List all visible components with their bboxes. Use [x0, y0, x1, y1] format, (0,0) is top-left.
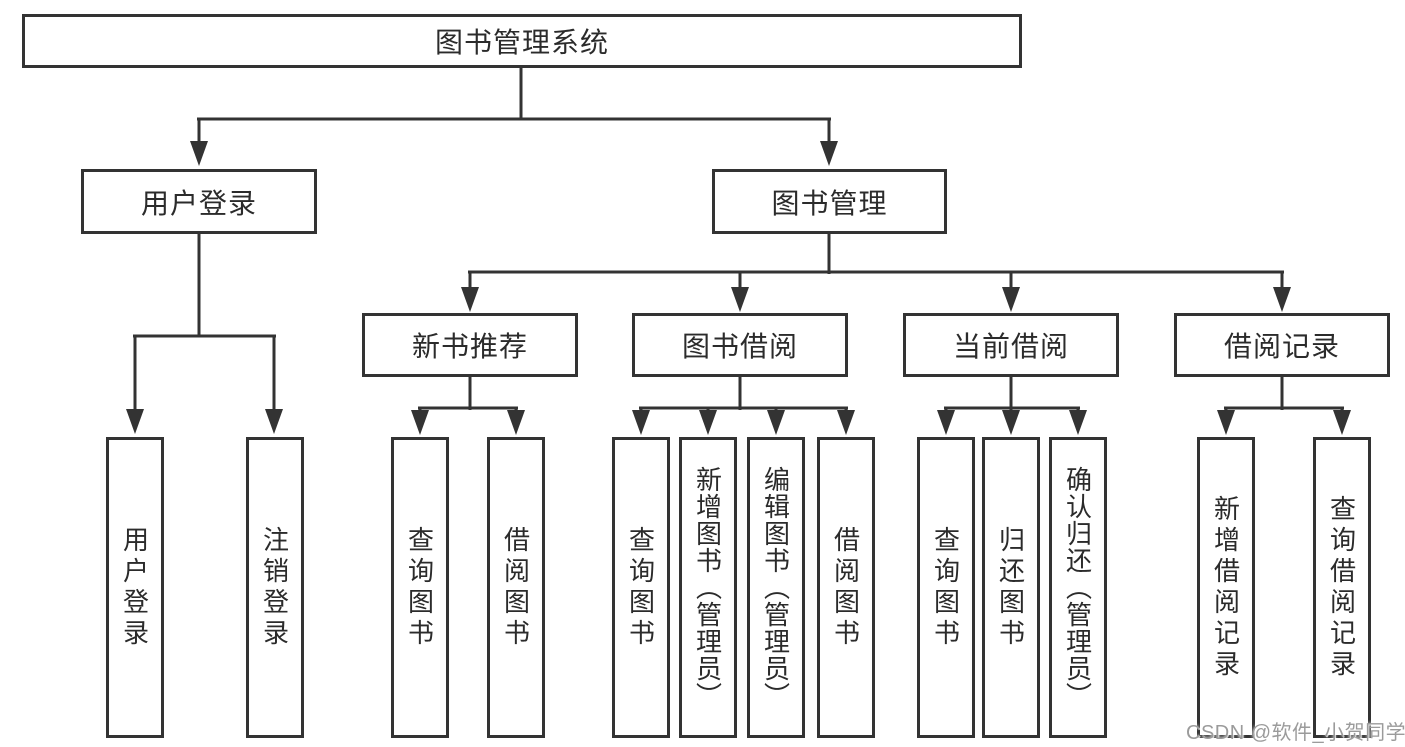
node-new-book-recommend: 新书推荐 — [362, 313, 578, 377]
node-leaf-confirm-return-admin: 确认归还（管理员） — [1049, 437, 1107, 738]
node-leaf-logout: 注销登录 — [246, 437, 304, 738]
node-leaf-edit-book-admin: 编辑图书（管理员） — [747, 437, 805, 738]
node-leaf-query-book-2: 查询图书 — [612, 437, 670, 738]
node-leaf-query-borrow-record: 查询借阅记录 — [1313, 437, 1371, 738]
node-borrow-record: 借阅记录 — [1174, 313, 1390, 377]
node-leaf-query-book-1: 查询图书 — [391, 437, 449, 738]
node-leaf-query-book-3: 查询图书 — [917, 437, 975, 738]
node-user-login: 用户登录 — [81, 169, 317, 234]
node-book-management: 图书管理 — [712, 169, 947, 234]
node-leaf-user-login: 用户登录 — [106, 437, 164, 738]
node-library-system: 图书管理系统 — [22, 14, 1022, 68]
node-leaf-add-borrow-record: 新增借阅记录 — [1197, 437, 1255, 738]
node-leaf-return-book: 归还图书 — [982, 437, 1040, 738]
node-current-borrow: 当前借阅 — [903, 313, 1119, 377]
node-leaf-borrow-book-2: 借阅图书 — [817, 437, 875, 738]
watermark: CSDN @软件_小贺同学 — [1186, 722, 1405, 744]
node-leaf-borrow-book-1: 借阅图书 — [487, 437, 545, 738]
node-leaf-add-book-admin: 新增图书（管理员） — [679, 437, 737, 738]
node-book-borrow: 图书借阅 — [632, 313, 848, 377]
